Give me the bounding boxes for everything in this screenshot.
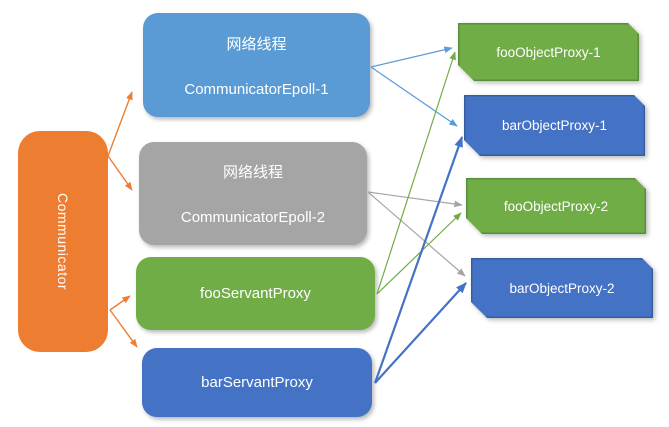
edge-epoll2-to-foo_object_2 bbox=[367, 191, 463, 208]
node-foo-object-proxy-1: fooObjectProxy-1 bbox=[458, 23, 639, 81]
foo-object-2-shape: fooObjectProxy-2 bbox=[466, 178, 646, 234]
bar-object-1-shape: barObjectProxy-1 bbox=[464, 95, 645, 156]
edge-communicator-to-epoll2 bbox=[107, 155, 133, 191]
edge-epoll1-to-foo_object_1 bbox=[370, 46, 453, 68]
edge-epoll1-to-bar_object_1 bbox=[370, 66, 458, 127]
epoll2-title: 网络线程 bbox=[222, 164, 283, 181]
foo-object-1-label: fooObjectProxy-1 bbox=[496, 44, 601, 60]
bar-object-2-shape: barObjectProxy-2 bbox=[471, 258, 653, 318]
communicator-label: Communicator bbox=[55, 192, 71, 291]
node-foo-servant-proxy: fooServantProxy bbox=[136, 257, 375, 330]
epoll1-title: 网络线程 bbox=[226, 35, 287, 53]
epoll2-label: CommunicatorEpoll-2 bbox=[180, 209, 326, 226]
edge-bar_servant-to-bar_object_2 bbox=[374, 282, 467, 384]
foo-object-2-label: fooObjectProxy-2 bbox=[503, 198, 609, 214]
node-communicator-epoll-1: 网络线程 CommunicatorEpoll-1 bbox=[143, 13, 370, 117]
node-foo-object-proxy-2: fooObjectProxy-2 bbox=[466, 178, 646, 234]
epoll1-label: CommunicatorEpoll-1 bbox=[184, 80, 329, 98]
bar-object-1-label: barObjectProxy-1 bbox=[501, 118, 608, 133]
edge-epoll2-to-bar_object_2 bbox=[367, 191, 466, 277]
node-bar-object-proxy-2: barObjectProxy-2 bbox=[471, 258, 653, 318]
foo-object-1-shape: fooObjectProxy-1 bbox=[458, 23, 639, 81]
edge-foo_servant-to-foo_object_2 bbox=[376, 212, 462, 295]
node-communicator: Communicator bbox=[18, 131, 108, 352]
edge-communicator-to-foo_servant bbox=[109, 295, 131, 311]
bar-object-2-label: barObjectProxy-2 bbox=[509, 280, 615, 296]
foo-servant-label: fooServantProxy bbox=[200, 285, 311, 302]
edge-communicator-to-bar_servant bbox=[109, 309, 138, 348]
node-communicator-epoll-2: 网络线程 CommunicatorEpoll-2 bbox=[139, 142, 367, 245]
edge-foo_servant-to-foo_object_1 bbox=[376, 51, 456, 295]
bar-servant-label: barServantProxy bbox=[201, 374, 313, 391]
node-bar-servant-proxy: barServantProxy bbox=[142, 348, 372, 417]
node-bar-object-proxy-1: barObjectProxy-1 bbox=[464, 95, 645, 156]
edge-bar_servant-to-bar_object_1 bbox=[373, 135, 464, 384]
edge-communicator-to-epoll1 bbox=[107, 91, 133, 157]
